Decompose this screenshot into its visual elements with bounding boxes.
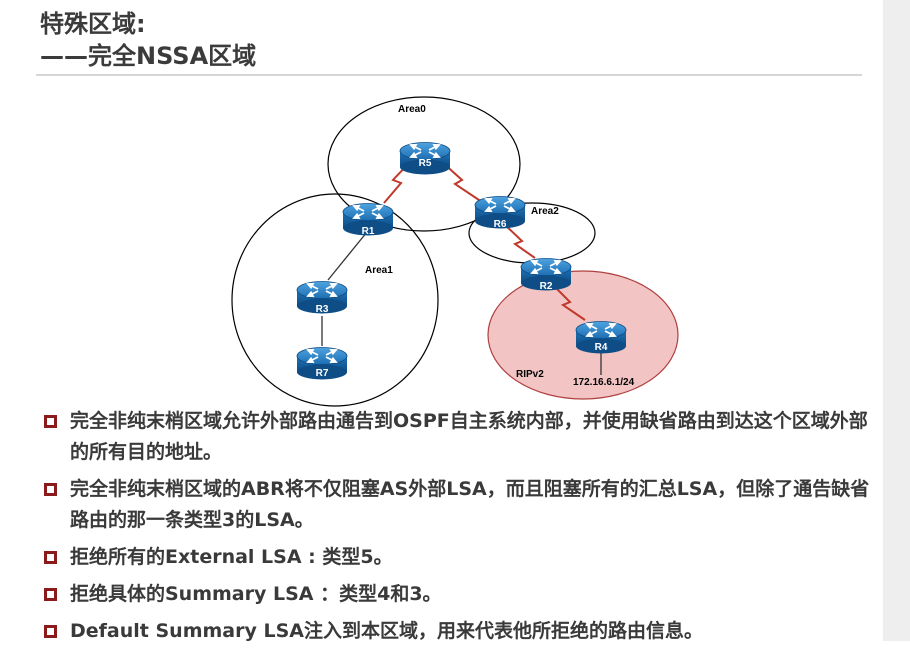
link-r6-r2: [503, 223, 536, 259]
title-divider: [36, 74, 862, 76]
ripv2-label: RIPv2: [516, 369, 544, 380]
area2-label: Area2: [531, 206, 559, 217]
bullet-item: 完全非纯末梢区域的ABR将不仅阻塞AS外部LSA，而且阻塞所有的汇总LSA，但除…: [40, 474, 870, 536]
title-line-2: ——完全NSSA区域: [40, 42, 257, 70]
area0-boundary: [327, 96, 521, 232]
link-r5-r1: [383, 161, 411, 204]
bullet-list: 完全非纯末梢区域允许外部路由通告到OSPF自主系统内部，并使用缺省路由到达这个区…: [40, 406, 870, 653]
bullet-item: Default Summary LSA注入到本区域，用来代表他所拒绝的路由信息。: [40, 616, 870, 647]
network-label: 172.16.6.1/24: [573, 377, 635, 388]
bullet-text: 完全非纯末梢区域允许外部路由通告到OSPF自主系统内部，并使用缺省路由到达这个区…: [70, 410, 868, 463]
link-r2-r4: [555, 287, 586, 321]
bullet-text: 拒绝所有的External LSA : 类型5。: [70, 546, 393, 568]
area1-label: Area1: [365, 265, 393, 276]
bullet-square-icon: [44, 551, 57, 564]
router-r7-label: R7: [316, 368, 329, 379]
router-r1-label: R1: [362, 226, 375, 237]
area0-label: Area0: [398, 104, 426, 115]
bullet-item: 完全非纯末梢区域允许外部路由通告到OSPF自主系统内部，并使用缺省路由到达这个区…: [40, 406, 870, 468]
bullet-square-icon: [44, 483, 57, 496]
link-r5-r6: [441, 161, 483, 203]
router-r2-label: R2: [540, 281, 553, 292]
title-line-1: 特殊区域:: [40, 10, 146, 38]
bullet-square-icon: [44, 415, 57, 428]
bullet-text: 完全非纯末梢区域的ABR将不仅阻塞AS外部LSA，而且阻塞所有的汇总LSA，但除…: [70, 478, 870, 531]
bullet-item: 拒绝具体的Summary LSA ：类型4和3。: [40, 579, 870, 610]
bullet-text: Default Summary LSA注入到本区域，用来代表他所拒绝的路由信息。: [70, 620, 703, 642]
bullet-square-icon: [44, 588, 57, 601]
router-r4-label: R4: [595, 342, 608, 353]
bullet-item: 拒绝所有的External LSA : 类型5。: [40, 542, 870, 573]
bullet-square-icon: [44, 625, 57, 638]
router-r5-label: R5: [419, 158, 432, 169]
bullet-text: 拒绝具体的Summary LSA ：类型4和3。: [70, 583, 442, 605]
slide-edge-strip: [883, 0, 910, 641]
router-r6-label: R6: [494, 219, 507, 230]
link-r1-r3: [327, 231, 368, 281]
router-r3-label: R3: [316, 304, 329, 315]
slide-title: 特殊区域: ——完全NSSA区域: [40, 8, 256, 72]
area1-boundary: [231, 193, 439, 407]
